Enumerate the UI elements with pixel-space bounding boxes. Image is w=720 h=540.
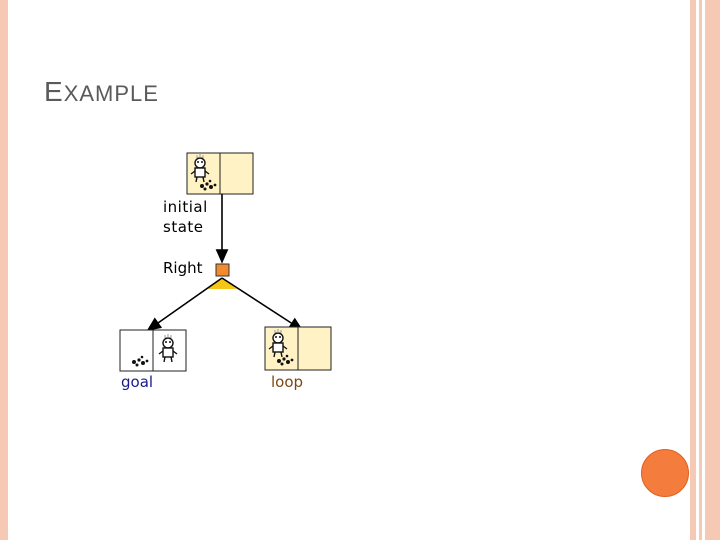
initial-state-grid	[186, 152, 254, 195]
edge-action-to-goal	[146, 277, 223, 331]
branch-fan	[208, 278, 237, 289]
loop-label: loop	[271, 373, 304, 391]
slide-border-right-thin	[699, 0, 702, 540]
slide-title: EXAMPLE	[44, 76, 159, 107]
goal-state-grid	[119, 329, 187, 372]
goal-label: goal	[121, 373, 154, 391]
initial-state-label: initial state	[163, 198, 208, 236]
loop-state-grid	[264, 326, 332, 371]
action-label: Right	[163, 259, 203, 277]
slide-border-right	[690, 0, 696, 540]
action-node	[215, 263, 230, 277]
slide-border-right-edge	[705, 0, 720, 540]
edge-action-to-loop	[221, 277, 304, 331]
slide-border-left	[0, 0, 8, 540]
decorative-circle	[641, 449, 689, 497]
